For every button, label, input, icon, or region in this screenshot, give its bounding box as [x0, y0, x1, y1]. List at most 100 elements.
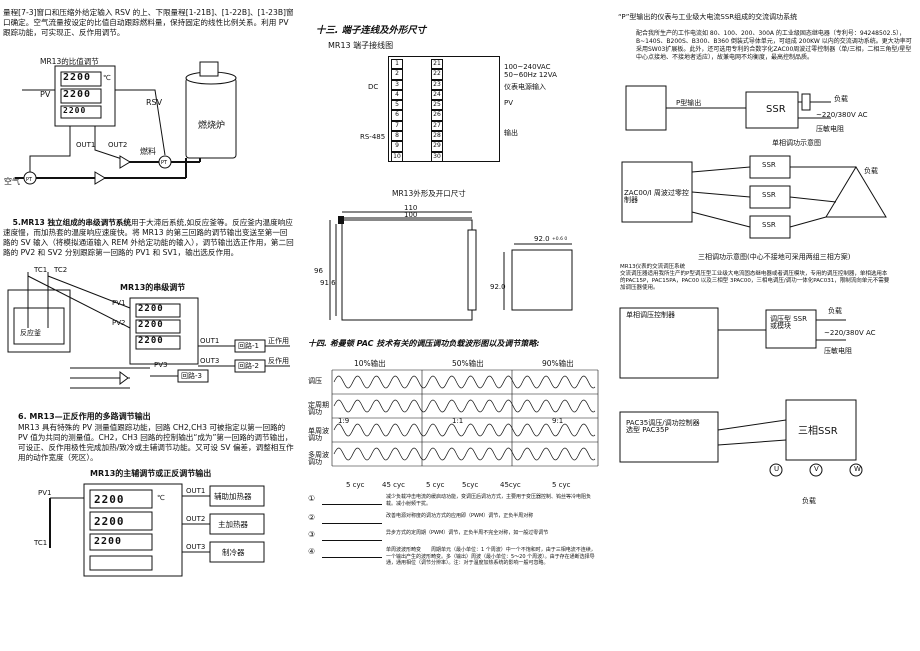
ratio-9-1: 9:1: [552, 417, 564, 425]
cascade-display-2: 2200: [138, 320, 164, 330]
tc2-label: TC2: [54, 266, 68, 274]
power-input-label: 仪表电源输入: [504, 83, 546, 91]
row-fixed-cycle: 定周期调功: [308, 401, 329, 416]
ssr-diagrams: [621, 85, 887, 239]
right-intro2: 配合我所生产的工作电流如 80、100、200、300A 的工业级固态继电器（专…: [636, 30, 912, 61]
row-regulate: 调压: [308, 377, 322, 385]
terminal-number: 28: [431, 131, 443, 142]
right-intro: “P”型输出的仪表与工业级大电流SSR组成的交流调功系统: [618, 13, 798, 21]
display-2: 2200: [63, 89, 92, 100]
power-freq: 50~60Hz 12VA: [504, 71, 557, 79]
terminal-number: 26: [431, 110, 443, 121]
terminal-title: MR13 端子接线图: [328, 41, 394, 50]
pin-v: V: [814, 465, 819, 473]
power-range: 100~240VAC: [504, 63, 551, 71]
dim-cut-h: 92.0: [490, 283, 506, 291]
legend-mark: ③: [308, 530, 316, 539]
right-column: “P”型输出的仪表与工业级大电流SSR组成的交流调功系统 配合我所生产的工作电流…: [606, 0, 920, 651]
pv-label: PV: [40, 90, 51, 99]
cyc-6: 5 cyc: [552, 481, 571, 489]
out1-label: OUT1: [76, 141, 96, 149]
legend-text: 异步方式的定周期（PWM）调节，正负半周不完全对称，如一般过零调节: [386, 530, 549, 536]
ssr-three: 三相SSR: [798, 426, 838, 437]
terminal-number: 29: [431, 141, 443, 152]
output-label: 输出: [504, 129, 518, 137]
dim-w2: 100: [404, 211, 418, 219]
cyc-4: 5cyc: [462, 481, 479, 489]
dim-w1: 110: [404, 204, 418, 212]
waveform-row: [333, 447, 596, 461]
legend-text: 减少负载冲击电流的缓启动功能，变调压后调功方式，主要用于变压器控制、钨丝等冷电阻…: [386, 494, 592, 507]
load-2: 负载: [828, 307, 842, 315]
waveform-table: [331, 369, 599, 467]
cascade-pv3: PV3: [154, 361, 168, 369]
cascade-text: 用于大滞后系统,如反应釜等。反应釜内温度响应速度慢，而加热套的温度响应速度快。将…: [3, 218, 294, 257]
left-column: 量程[7-3]窗口和压缩外给定输入 RSV 的上、下限量程[1-21B]、[1-…: [0, 0, 298, 651]
terminal-number: 2: [391, 69, 403, 80]
header-50: 50%输出: [452, 359, 484, 368]
aux-heater: 辅助加热器: [214, 492, 252, 501]
pac-text: MR13仪表的交流调压系统 交流调压器适用我所生产的P型调压型工业级大电流固态继…: [620, 264, 890, 291]
pin-u: U: [774, 465, 780, 473]
waveform-row: [333, 423, 596, 437]
pin-w: W: [854, 465, 861, 473]
legend-wave: [322, 530, 382, 541]
svg-text:PT: PT: [26, 177, 33, 183]
dim-h1: 96: [314, 267, 323, 275]
multi-out1: OUT1: [186, 487, 206, 495]
dim-title: MR13外形及开口尺寸: [392, 189, 466, 198]
cascade-out1: OUT1: [200, 337, 220, 345]
terminal-number: 9: [391, 141, 403, 152]
cascade-diagram: [7, 272, 290, 389]
multi-heading: 6. MR13—正反作用的多路调节输出: [18, 412, 151, 421]
unit-1: ℃: [103, 74, 111, 82]
cascade-title: MR13的串级调节: [120, 283, 186, 292]
terminal-number: 7: [391, 120, 403, 132]
cyc-5: 45cyc: [500, 481, 521, 489]
three-diag: 三相调功示意图(中心不接地可采用两组三相方案): [698, 253, 851, 261]
legend-mark: ①: [308, 494, 316, 503]
row-single-wave: 单周波调功: [308, 427, 329, 442]
main-heater: 主加热器: [218, 520, 248, 529]
cascade-display-1: 2200: [138, 304, 164, 314]
terminal-number: 24: [431, 89, 443, 101]
multi-pv1: PV1: [38, 489, 52, 497]
display-3: 2200: [63, 106, 87, 115]
zac-controller: ZAC00/I 周波过零控制器: [624, 189, 689, 204]
cascade-section: 5.MR13 独立组成的串级调节系统用于大滞后系统,如反应釜等。反应釜内温度响应…: [3, 208, 295, 268]
multi-diagram: [49, 483, 265, 577]
legend-mark: ④: [308, 547, 316, 556]
rs485-label: RS-485: [360, 133, 386, 141]
header-10: 10%输出: [354, 359, 386, 368]
multi-display-1: 2200: [94, 493, 125, 506]
cyc-3: 5 cyc: [426, 481, 445, 489]
terminal-number: 21: [431, 59, 443, 70]
svg-text:PT: PT: [161, 160, 168, 166]
ssr-main: SSR: [766, 104, 786, 115]
ssr-b: SSR: [762, 191, 776, 199]
multi-out3: OUT3: [186, 543, 206, 551]
load-three: 负载: [864, 167, 878, 175]
legend-item: ③ 异步方式的定周期（PWM）调节，正负半周不完全对称，如一般过零调节: [308, 530, 598, 541]
multi-out2: OUT2: [186, 515, 206, 523]
terminal-number: 4: [391, 89, 403, 101]
terminal-number: 27: [431, 120, 443, 132]
terminal-number: 23: [431, 79, 443, 90]
fuel-label: 燃料: [140, 147, 156, 156]
reactor-label: 反应釜: [20, 329, 41, 337]
ratio-1-9: 1:9: [338, 417, 350, 425]
air-label: 空气: [4, 177, 20, 186]
reverse-label: 反作用: [268, 357, 289, 365]
p-output: P型输出: [676, 99, 702, 107]
cascade-out3: OUT3: [200, 357, 220, 365]
cascade-pv2: PV2: [112, 319, 126, 327]
ratio-title: MR13的比值调节: [40, 57, 99, 66]
multi-tc1: TC1: [34, 539, 48, 547]
ratio-diagram: PT PT: [15, 61, 237, 185]
terminal-number: 1: [391, 59, 403, 70]
waveform-row: [333, 399, 596, 413]
